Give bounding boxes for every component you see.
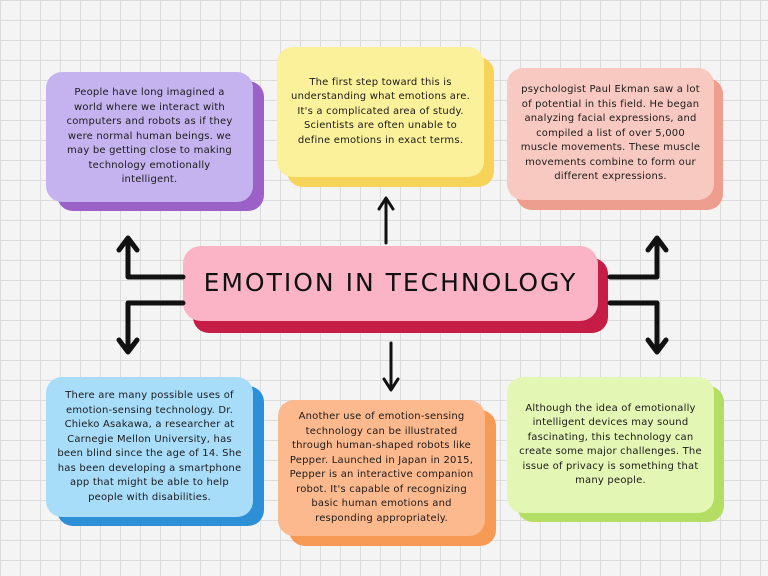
card-bottom-left-face: There are many possible uses of emotion-… <box>46 377 253 517</box>
card-bottom-left-text: There are many possible uses of emotion-… <box>57 390 242 503</box>
arrow-left-upper-head <box>116 235 140 253</box>
card-top-left-face: People have long imagined a world where … <box>46 72 253 202</box>
arrow-bottom-head <box>382 377 400 392</box>
card-top-right-text: psychologist Paul Ekman saw a lot of pot… <box>520 84 701 183</box>
card-bottom-center-face: Another use of emotion-sensing technolog… <box>278 400 485 536</box>
card-top-right-face: psychologist Paul Ekman saw a lot of pot… <box>507 68 714 200</box>
arrow-right-upper <box>607 237 660 280</box>
card-top-center-face: The first step toward this is understand… <box>277 47 484 177</box>
arrow-top-head <box>377 196 395 211</box>
card-bottom-center-text: Another use of emotion-sensing technolog… <box>289 411 474 524</box>
arrow-left-upper <box>125 237 186 280</box>
card-bottom-right-text: Although the idea of emotionally intelli… <box>519 402 702 487</box>
center-title-face: EMOTION IN TECHNOLOGY <box>183 246 598 321</box>
card-top-left-text: People have long imagined a world where … <box>66 87 233 186</box>
arrow-left-lower-head <box>116 337 140 355</box>
card-top-center-text: The first step toward this is understand… <box>291 76 470 146</box>
arrow-left-lower <box>125 300 186 351</box>
arrow-right-upper-head <box>645 235 669 253</box>
card-bottom-right-face: Although the idea of emotionally intelli… <box>507 377 714 513</box>
arrow-right-lower-head <box>645 337 669 355</box>
page-title: EMOTION IN TECHNOLOGY <box>203 268 578 298</box>
arrow-right-lower <box>607 300 660 351</box>
